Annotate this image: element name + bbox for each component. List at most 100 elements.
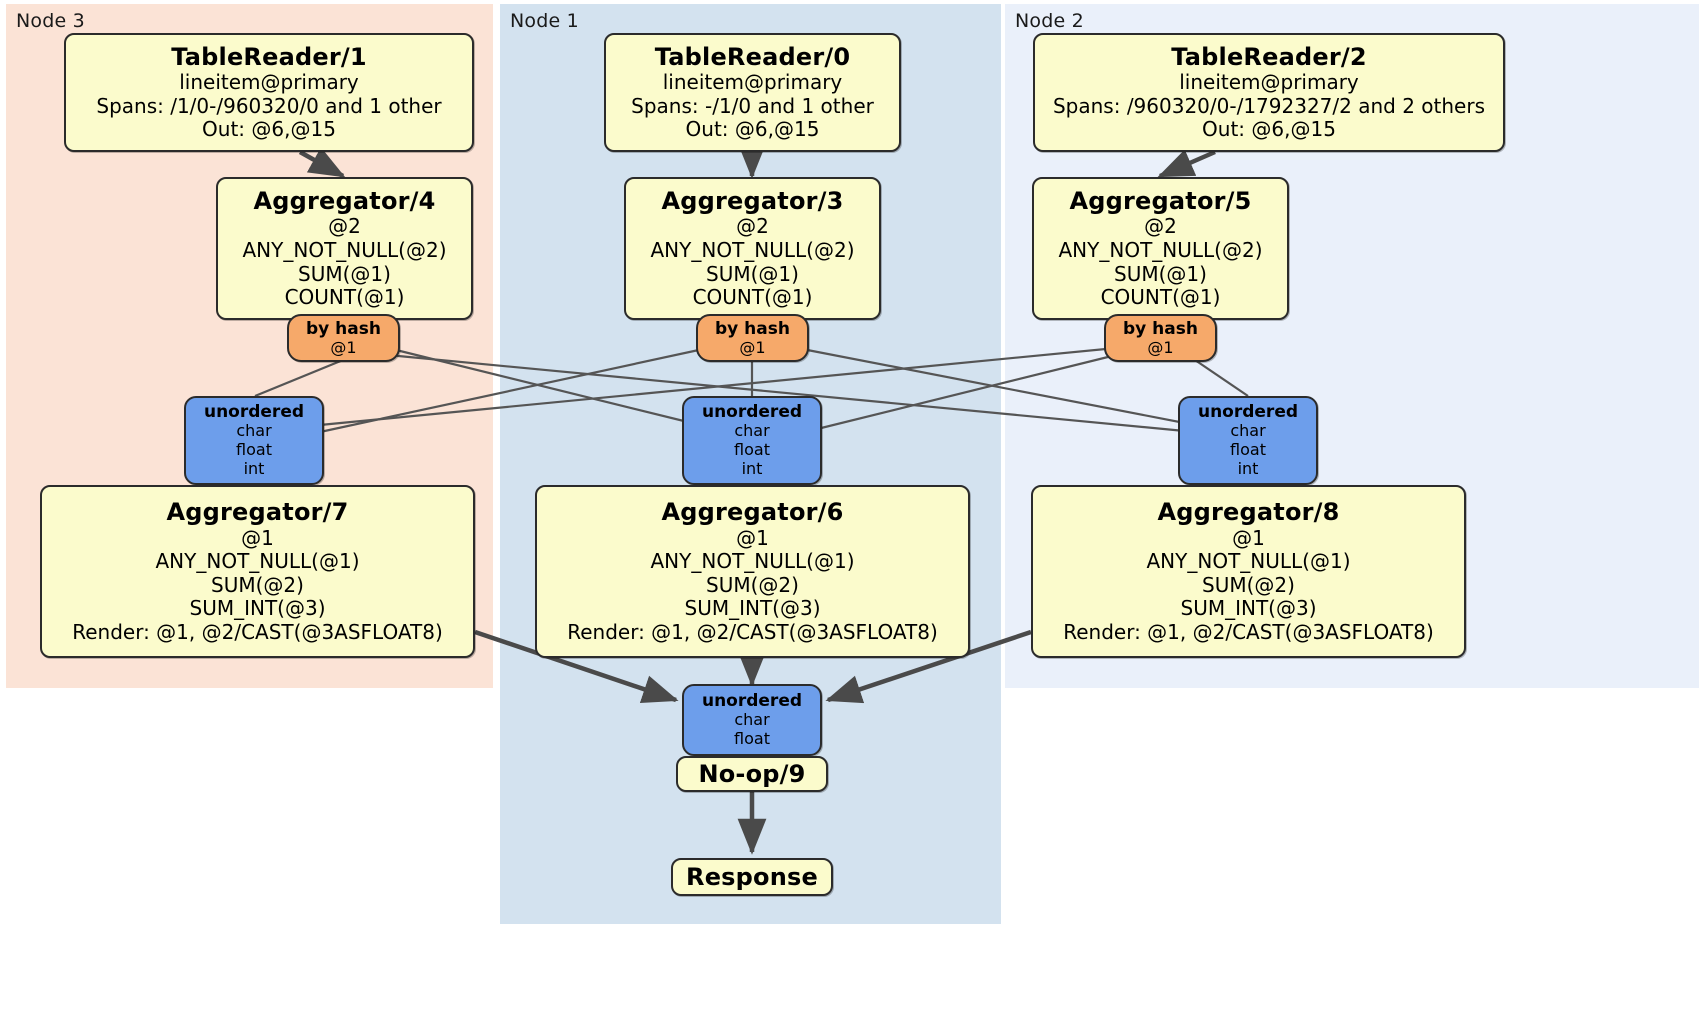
node-detail-line: ANY_NOT_NULL(@2) <box>650 237 855 262</box>
sync-title: unordered <box>701 402 803 423</box>
sync-title: unordered <box>701 691 803 712</box>
node-aggregator-3[interactable]: Aggregator/3 @2 ANY_NOT_NULL(@2) SUM(@1)… <box>624 177 881 320</box>
node-router-by-hash-left[interactable]: by hash @1 <box>287 314 400 362</box>
router-title: by hash <box>306 318 381 339</box>
panel-node-3-label: Node 3 <box>16 10 85 32</box>
node-detail-line: @1 <box>241 525 274 550</box>
node-tablereader-2[interactable]: TableReader/2 lineitem@primary Spans: /9… <box>1033 33 1505 152</box>
node-detail-line: Render: @1, @2/CAST(@3ASFLOAT8) <box>567 620 938 645</box>
edge-hashR-to-unordR <box>1194 359 1249 397</box>
node-aggregator-8[interactable]: Aggregator/8 @1 ANY_NOT_NULL(@1) SUM(@2)… <box>1031 485 1466 658</box>
node-detail-line: @1 <box>736 525 769 550</box>
sync-detail-line: float <box>734 440 770 460</box>
node-aggregator-4[interactable]: Aggregator/4 @2 ANY_NOT_NULL(@2) SUM(@1)… <box>216 177 473 320</box>
node-title: TableReader/2 <box>1171 42 1367 71</box>
node-detail-line: @1 <box>1232 525 1265 550</box>
node-detail-line: lineitem@primary <box>179 70 359 95</box>
node-aggregator-7[interactable]: Aggregator/7 @1 ANY_NOT_NULL(@1) SUM(@2)… <box>40 485 475 658</box>
node-detail-line: SUM(@1) <box>706 261 799 286</box>
sync-detail-line: char <box>1230 421 1266 441</box>
node-synchronizer-unordered-right[interactable]: unordered char float int <box>1178 396 1318 485</box>
router-title: by hash <box>715 318 790 339</box>
node-router-by-hash-right[interactable]: by hash @1 <box>1104 314 1217 362</box>
node-title: Aggregator/5 <box>1069 187 1252 215</box>
node-tablereader-0[interactable]: TableReader/0 lineitem@primary Spans: -/… <box>604 33 901 152</box>
edge-tr2-to-agg5 <box>1157 149 1216 179</box>
sync-detail-line: int <box>1237 458 1259 478</box>
node-detail-line: SUM(@2) <box>1202 572 1295 597</box>
edge-hashR-to-unordL <box>319 346 1117 427</box>
node-detail-line: @2 <box>736 214 769 239</box>
edge-agg7-to-unordered-final <box>474 629 679 703</box>
node-title: Aggregator/7 <box>166 498 349 527</box>
panel-node-2-label: Node 2 <box>1015 10 1084 32</box>
node-detail-line: Out: @6,@15 <box>685 117 820 142</box>
node-synchronizer-unordered-center[interactable]: unordered char float int <box>682 396 822 485</box>
edge-hashL-to-unordL <box>254 358 344 398</box>
node-detail-line: SUM(@1) <box>298 261 391 286</box>
sync-title: unordered <box>1197 402 1299 423</box>
node-detail-line: Spans: /960320/0-/1792327/2 and 2 others <box>1052 93 1485 118</box>
node-aggregator-6[interactable]: Aggregator/6 @1 ANY_NOT_NULL(@1) SUM(@2)… <box>535 485 970 658</box>
node-detail-line: ANY_NOT_NULL(@1) <box>650 549 855 574</box>
node-tablereader-1[interactable]: TableReader/1 lineitem@primary Spans: /1… <box>64 33 474 152</box>
node-detail-line: Spans: -/1/0 and 1 other <box>631 93 874 118</box>
sync-detail-line: int <box>741 458 763 478</box>
panel-node-1-label: Node 1 <box>510 10 579 32</box>
sync-detail-line: int <box>243 458 265 478</box>
node-title: Response <box>686 862 818 891</box>
node-detail-line: COUNT(@1) <box>284 285 405 310</box>
sync-detail-line: char <box>734 710 770 730</box>
node-synchronizer-unordered-left[interactable]: unordered char float int <box>184 396 324 485</box>
node-router-by-hash-center[interactable]: by hash @1 <box>696 314 809 362</box>
node-detail-line: @2 <box>1144 214 1177 239</box>
node-title: Aggregator/6 <box>661 498 844 527</box>
node-title: Aggregator/8 <box>1157 498 1340 527</box>
edge-tr1-to-agg4 <box>298 147 346 178</box>
router-detail-line: @1 <box>1147 337 1174 357</box>
node-title: Aggregator/3 <box>661 187 844 215</box>
node-detail-line: ANY_NOT_NULL(@1) <box>1146 549 1351 574</box>
node-detail-line: SUM_INT(@3) <box>189 596 326 621</box>
node-title: Aggregator/4 <box>253 187 436 215</box>
node-title: TableReader/0 <box>654 42 851 71</box>
node-no-op-9[interactable]: No-op/9 <box>676 756 828 792</box>
sync-detail-line: float <box>1230 440 1266 460</box>
node-detail-line: Out: @6,@15 <box>202 117 336 142</box>
sync-detail-line: char <box>734 421 770 441</box>
router-detail-line: @1 <box>739 337 766 357</box>
edge-hashC-to-unordR <box>796 346 1196 427</box>
node-detail-line: SUM(@2) <box>211 572 304 597</box>
node-detail-line: @2 <box>328 214 361 239</box>
edge-agg8-to-unordered-final <box>825 629 1032 704</box>
node-response[interactable]: Response <box>671 858 833 896</box>
node-detail-line: ANY_NOT_NULL(@1) <box>155 549 360 574</box>
sync-detail-line: float <box>236 440 272 460</box>
node-detail-line: ANY_NOT_NULL(@2) <box>1058 237 1263 262</box>
node-detail-line: Render: @1, @2/CAST(@3ASFLOAT8) <box>72 620 443 645</box>
node-detail-line: SUM_INT(@3) <box>684 596 821 621</box>
edge-aggregator-to-final-group <box>474 629 1032 704</box>
edge-shuffle-mesh <box>254 346 1249 434</box>
node-detail-line: lineitem@primary <box>1179 70 1359 95</box>
node-detail-line: Spans: /1/0-/960320/0 and 1 other <box>96 93 442 118</box>
node-detail-line: SUM(@1) <box>1114 261 1207 286</box>
node-detail-line: Out: @6,@15 <box>1202 117 1336 142</box>
edge-hashR-to-unordC <box>804 353 1117 434</box>
node-detail-line: SUM_INT(@3) <box>1180 596 1317 621</box>
node-detail-line: ANY_NOT_NULL(@2) <box>242 237 447 262</box>
node-detail-line: SUM(@2) <box>706 572 799 597</box>
node-detail-line: Render: @1, @2/CAST(@3ASFLOAT8) <box>1063 620 1434 645</box>
node-title: TableReader/1 <box>171 42 367 71</box>
edge-hashL-to-unordR <box>387 353 1196 434</box>
node-aggregator-5[interactable]: Aggregator/5 @2 ANY_NOT_NULL(@2) SUM(@1)… <box>1032 177 1289 320</box>
sync-detail-line: char <box>236 421 272 441</box>
router-title: by hash <box>1123 318 1198 339</box>
node-detail-line: COUNT(@1) <box>1100 285 1221 310</box>
edge-tablereader-to-aggregator-group <box>298 142 1216 179</box>
node-detail-line: lineitem@primary <box>662 70 843 95</box>
node-synchronizer-unordered-final[interactable]: unordered char float <box>682 684 822 756</box>
sync-detail-line: float <box>734 729 770 749</box>
